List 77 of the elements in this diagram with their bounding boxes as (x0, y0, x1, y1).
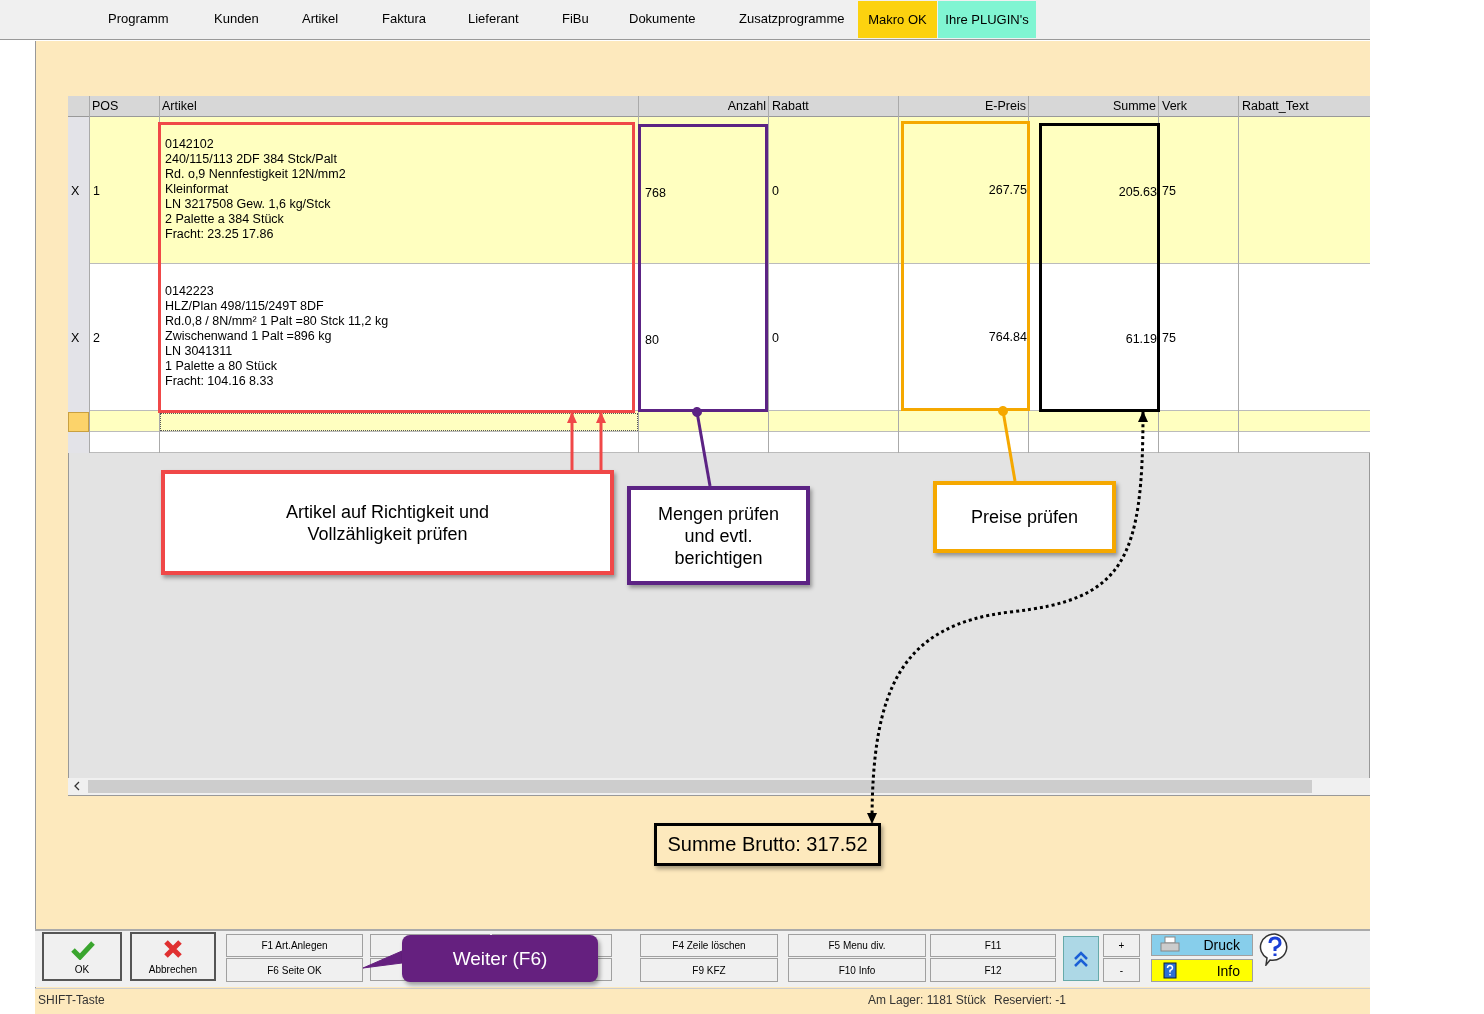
function-key-button: F1 Art.Anlegen (226, 934, 363, 957)
connector-line (692, 407, 712, 487)
column-header: Rabatt (772, 99, 809, 114)
function-key-button: + (1103, 934, 1140, 957)
function-key-button: - (1103, 958, 1140, 982)
column-header: Verk (1162, 99, 1187, 114)
article-text: 240/115/113 2DF 384 Stck/Palt (165, 152, 337, 167)
function-key-button: F6 Seite OK (226, 958, 363, 982)
table-cell: 768 (645, 186, 666, 201)
article-text: 1 Palette a 80 Stück (165, 359, 277, 374)
menu-item: Lieferant (468, 11, 519, 26)
table-cell: X (71, 184, 80, 199)
callout-box: Preise prüfen (933, 481, 1116, 553)
article-text: Rd.0,8 / 8N/mm² 1 Palt =80 Stck 11,2 kg (165, 314, 389, 329)
article-text: Fracht: 104.16 8.33 (165, 374, 274, 389)
function-key-button: F9 KFZ (640, 958, 778, 982)
column-header: Summe (1111, 99, 1156, 114)
table-cell: 75 (1162, 331, 1176, 346)
highlight-frame (1039, 123, 1160, 412)
menu-item: Dokumente (629, 11, 696, 26)
menu-item: Ihre PLUGIN's (938, 1, 1036, 38)
arrow (867, 411, 1148, 824)
article-text: 0142102 (165, 137, 214, 152)
hint-tooltip: Weiter (F6) (402, 935, 598, 982)
arrow (596, 412, 606, 470)
function-key-button: F11 (930, 934, 1056, 957)
table-cell: 75 (1162, 184, 1176, 199)
column-header: Rabatt_Text (1242, 99, 1309, 114)
column-header: E-Preis (984, 99, 1026, 114)
table-cell: X (71, 331, 80, 346)
table-cell: 0 (772, 331, 779, 346)
menu-item: Faktura (382, 11, 427, 26)
column-header: POS (92, 99, 119, 114)
function-key-button: F12 (930, 958, 1056, 982)
callout-pointer (362, 950, 403, 969)
status-text: Reserviert: -1 (994, 993, 1067, 1008)
toolbar-button: OK (42, 932, 122, 981)
article-text: HLZ/Plan 498/115/249T 8DF (165, 299, 324, 314)
menu-item: FiBu (562, 11, 589, 26)
status-text: SHIFT-Taste (38, 993, 105, 1008)
toolbar-button: Abbrechen (130, 932, 216, 981)
highlight-frame (638, 124, 768, 412)
callout-box: Mengen prüfen und evtl. berichtigen (627, 486, 810, 585)
menu-item: Programm (108, 11, 169, 26)
highlight-frame (901, 121, 1030, 411)
function-key-button: F5 Menu div. (788, 934, 926, 957)
callout-box: Artikel auf Richtigkeit und Vollzähligkeit prüfen (161, 470, 614, 575)
column-header: Anzahl (726, 99, 766, 114)
column-header: Artikel (162, 99, 197, 114)
status-text: Am Lager: 1181 Stück (868, 993, 986, 1008)
article-text: Rd. o,9 Nennfestigkeit 12N/mm2 (165, 167, 346, 182)
table-cell: 205.63 (1118, 185, 1157, 200)
function-key-button: F4 Zeile löschen (640, 934, 778, 957)
article-text: 2 Palette a 384 Stück (165, 212, 284, 227)
article-text: 0142223 (165, 284, 214, 299)
article-text: Kleinformat (165, 182, 229, 197)
menu-item: Artikel (302, 11, 339, 26)
table-cell: 80 (645, 333, 659, 348)
highlight-frame (158, 122, 635, 413)
connector-line (998, 406, 1017, 482)
function-key-button: F10 Info (788, 958, 926, 982)
menu-item: Zusatzprogramme (739, 11, 845, 26)
article-text: Zwischenwand 1 Palt =896 kg (165, 329, 332, 344)
menu-item: Makro OK (858, 1, 937, 38)
arrow (567, 412, 577, 470)
table-cell: 0 (772, 184, 779, 199)
article-text: Fracht: 23.25 17.86 (165, 227, 274, 242)
table-cell: 267.75 (988, 183, 1027, 198)
table-cell: 1 (93, 184, 100, 199)
total-box: Summe Brutto: 317.52 (654, 823, 881, 866)
toolbar-button: Info (1151, 959, 1253, 982)
table-cell: 2 (93, 331, 100, 346)
table-cell: 61.19 (1125, 332, 1157, 347)
article-text: LN 3041311 (165, 344, 233, 359)
table-cell: 764.84 (988, 330, 1027, 345)
article-text: LN 3217508 Gew. 1,6 kg/Stck (165, 197, 331, 212)
menu-item: Kunden (214, 11, 259, 26)
